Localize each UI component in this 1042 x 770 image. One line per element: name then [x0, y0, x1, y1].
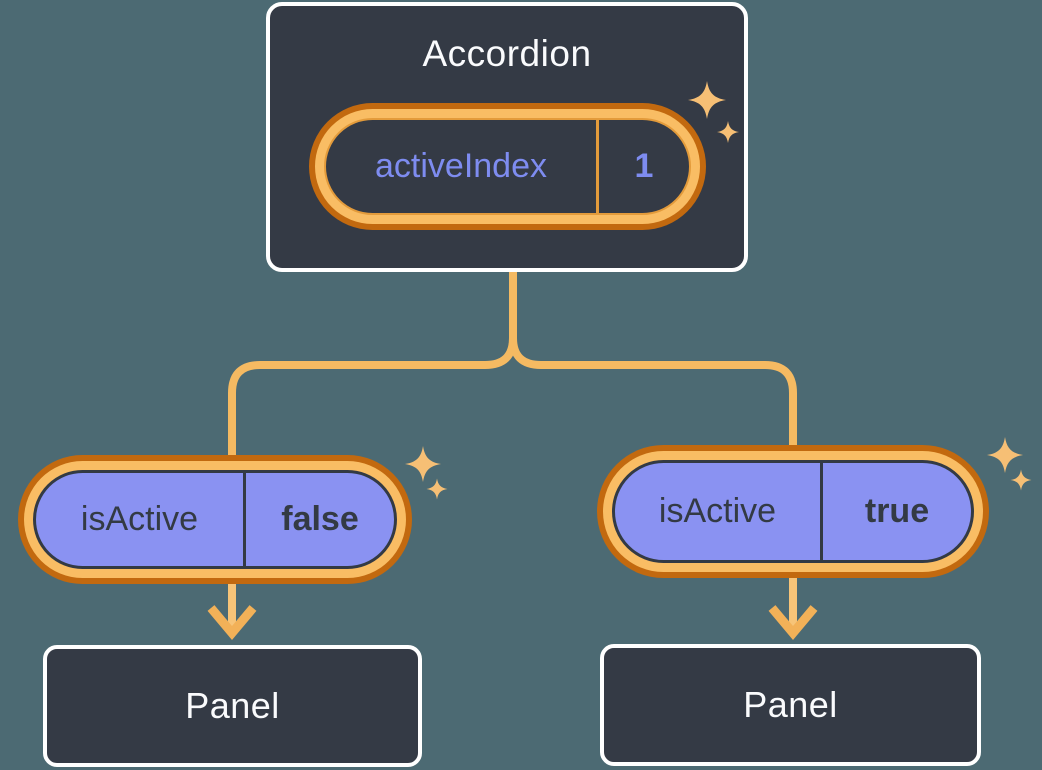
state-pill-body: activeIndex 1: [324, 118, 691, 215]
prop-pill-body: isActive false: [33, 470, 397, 569]
prop-pill-ring: isActive false: [24, 461, 406, 578]
prop-pill-right: isActive true: [597, 445, 989, 578]
prop-pill-left: isActive false: [18, 455, 412, 584]
sparkle-icon: [986, 436, 1032, 491]
prop-pill-ring: isActive true: [603, 451, 983, 572]
prop-value: true: [820, 463, 971, 560]
accordion-node-title: Accordion: [422, 33, 592, 74]
state-pill-ring: activeIndex 1: [315, 109, 700, 224]
panel-node-title: Panel: [743, 684, 838, 725]
prop-value: false: [243, 473, 394, 566]
panel-node-right: Panel: [600, 644, 981, 766]
state-value: 1: [596, 120, 689, 213]
arrow-down-icon: [768, 576, 818, 640]
sparkle-icon: [688, 81, 740, 144]
tree-connector-left: [228, 272, 517, 458]
panel-node-title: Panel: [185, 685, 280, 726]
sparkle-icon: [404, 445, 448, 500]
tree-connector-right: [509, 272, 797, 450]
state-pill: activeIndex 1: [309, 103, 706, 230]
state-label: activeIndex: [375, 147, 547, 185]
prop-label: isActive: [658, 492, 777, 530]
prop-label: isActive: [80, 500, 199, 538]
prop-pill-body: isActive true: [612, 460, 974, 563]
panel-node-left: Panel: [43, 645, 422, 767]
arrow-down-icon: [207, 580, 257, 640]
